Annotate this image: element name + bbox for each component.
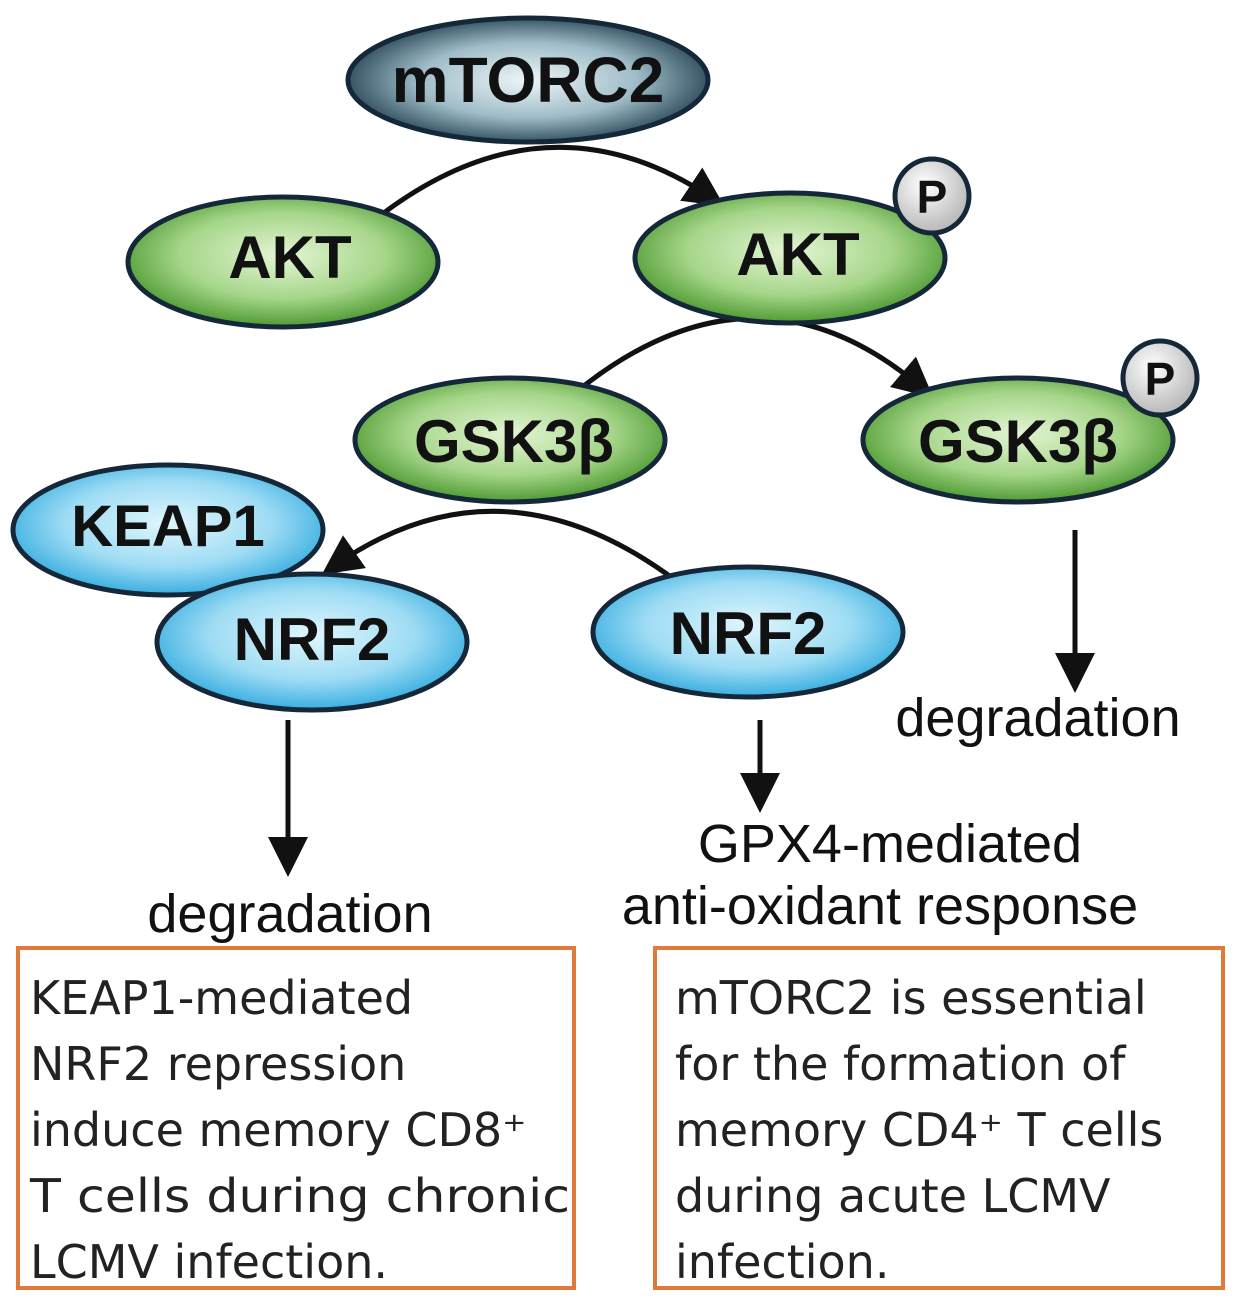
note-line: NRF2 repression [30,1037,406,1091]
phospho-badge [892,156,972,236]
note-line: T cells during chronic [29,1169,570,1223]
nrf2-free-label: NRF2 [670,600,827,667]
keap1-label: KEAP1 [71,494,264,559]
node-akt-left: AKT [125,194,441,330]
phospho-label: P [917,171,948,223]
arrow-akt-phosphorylation [383,144,725,215]
phospho-label: P [1145,353,1176,405]
note-line: KEAP1-mediated [30,971,413,1025]
gpx4-text-line1: GPX4-mediated [698,814,1082,874]
gsk3b-phospho-label: GSK3β [918,408,1118,475]
note-line: memory CD4⁺ T cells [675,1103,1163,1157]
node-nrf2-right: NRF2 [590,564,906,700]
note-line: for the formation of [675,1037,1127,1091]
note-line: induce memory CD8⁺ [30,1103,526,1157]
node-gsk3b-left: GSK3β [352,375,668,505]
note-box-right: mTORC2 is essential for the formation of… [653,946,1225,1290]
nrf2-label: NRF2 [234,606,391,673]
node-keap1: KEAP1 [10,462,326,598]
node-mtorc2: mTORC2 [345,15,711,145]
arrow-gsk-phosphorylation [583,315,934,398]
note-line: infection. [675,1235,889,1289]
note-line: LCMV infection. [30,1235,388,1289]
node-nrf2-left: NRF2 [154,571,470,713]
nrf2-degradation-text: degradation [147,884,432,944]
akt-label: AKT [228,224,351,291]
note-line: mTORC2 is essential [675,971,1147,1025]
arrow-nrf2-keap1-binding [321,508,677,583]
akt-phospho-label: AKT [736,221,859,288]
note-line: during acute LCMV [675,1169,1111,1223]
gsk3b-label: GSK3β [414,408,614,475]
note-box-left: KEAP1-mediated NRF2 repression induce me… [16,946,576,1290]
gsk3b-degradation-text: degradation [895,688,1180,748]
mtorc2-label: mTORC2 [392,44,665,116]
gpx4-text-line2: anti-oxidant response [622,876,1138,936]
node-akt-right: AKT P [632,156,972,326]
node-gsk3b-right: GSK3β P [860,338,1200,505]
phospho-badge [1120,338,1200,418]
